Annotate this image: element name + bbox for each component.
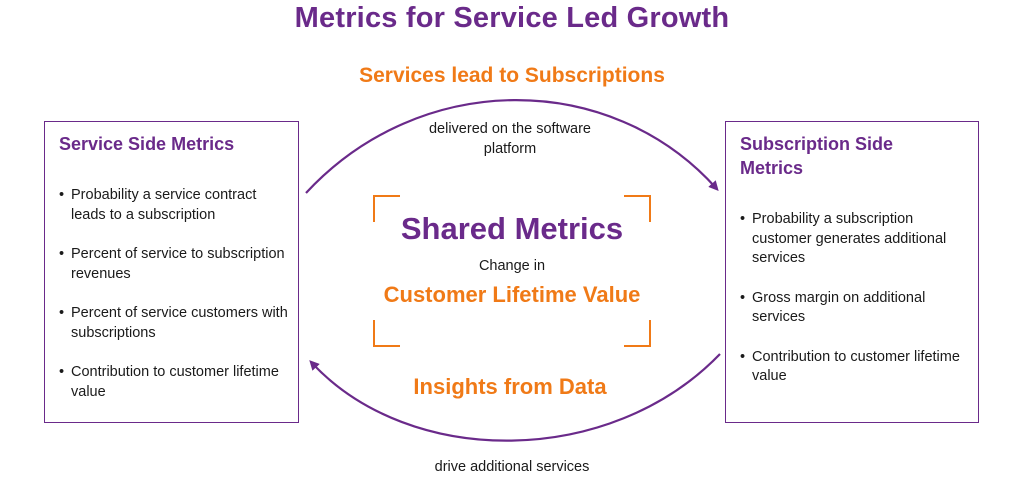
list-item: • Percent of service customers with subsc… <box>59 304 291 343</box>
customer-lifetime-value-label: Customer Lifetime Value <box>383 282 641 307</box>
subtitle: Services lead to Subscriptions <box>359 64 665 87</box>
subscription-side-metrics-box: Subscription Side Metrics • Probability a… <box>725 121 979 423</box>
list-item: • Probability a service contract leads to… <box>59 186 291 225</box>
bullet-icon: • <box>740 348 746 365</box>
list-item: • Probability a subscription customer gen… <box>740 210 968 269</box>
list-item-text: Gross margin on additional services <box>752 289 926 326</box>
bullet-icon: • <box>740 211 746 227</box>
list-item-text: Percent of service customers with subscr… <box>71 305 288 341</box>
bullet-icon: • <box>59 364 65 380</box>
subscription-side-metrics-list: • Probability a subscription customer gen… <box>740 210 968 407</box>
list-item-text: Percent of service to subscription reven… <box>71 246 285 282</box>
bullet-icon: • <box>740 289 746 306</box>
drive-additional-services-caption: drive additional services <box>434 459 590 475</box>
list-item: • Percent of service to subscription reve… <box>59 245 291 284</box>
shared-metrics-brackets <box>373 195 651 347</box>
top-arc-arrow <box>305 99 719 194</box>
list-item-text: Contribution to customer lifetime value <box>71 364 279 400</box>
list-item: • Gross margin on additional services <box>740 289 968 328</box>
service-side-metrics-list: • Probability a service contract leads to… <box>59 186 291 422</box>
list-item: • Contribution to customer lifetime value <box>740 348 968 387</box>
insights-from-data-label: Insights from Data <box>413 374 607 399</box>
bullet-icon: • <box>59 246 65 262</box>
service-side-metrics-title: Service Side Metrics <box>59 134 235 154</box>
top-arc-label: delivered on the software platform <box>428 121 591 157</box>
list-item-text: Probability a service contract leads to … <box>71 187 257 223</box>
list-item-text: Contribution to customer lifetime value <box>752 348 960 385</box>
bottom-arc-arrow <box>309 353 721 442</box>
service-side-metrics-box: Service Side Metrics • Probability a serv… <box>44 121 299 423</box>
bullet-icon: • <box>59 187 65 203</box>
list-item-text: Probability a subscription customer gene… <box>752 211 947 266</box>
page-title: Metrics for Service Led Growth <box>294 2 730 34</box>
shared-metrics-title: Shared Metrics <box>400 211 624 246</box>
subscription-side-metrics-title: Subscription Side Metrics <box>740 134 894 178</box>
change-in-label: Change in <box>478 258 546 274</box>
list-item: • Contribution to customer lifetime value <box>59 363 291 402</box>
bullet-icon: • <box>59 305 65 321</box>
